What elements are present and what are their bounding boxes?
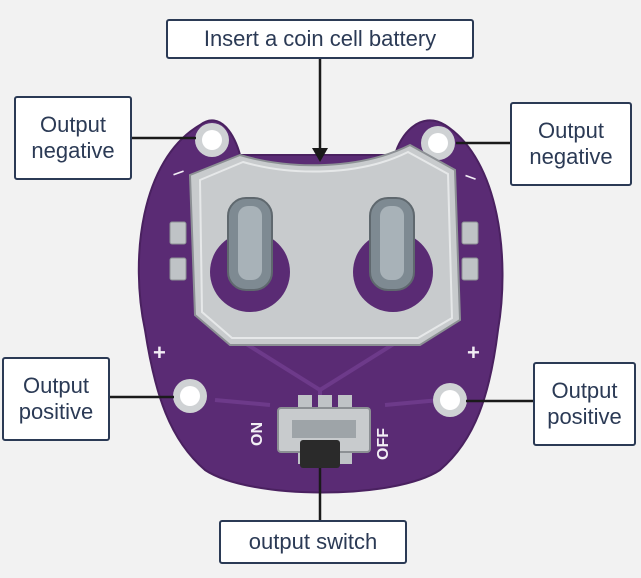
- callout-text-line2: negative: [31, 138, 115, 163]
- callout-output-negative-right: Output negative: [510, 102, 632, 186]
- hole-negative-right: [421, 126, 455, 160]
- callout-output-positive-left: Output positive: [2, 357, 110, 441]
- callout-text-line1: Output: [551, 377, 618, 403]
- hole-positive-left: [173, 379, 207, 413]
- hole-negative-left: [195, 123, 229, 157]
- arrowhead: [312, 148, 328, 162]
- callout-output-switch-text: output switch: [248, 528, 378, 554]
- silk-plus-right: +: [467, 340, 480, 365]
- switch-label-on: ON: [249, 422, 266, 446]
- battery-holder: [188, 143, 462, 346]
- callout-text-line1: Output: [537, 117, 605, 143]
- side-pads: [169, 221, 479, 281]
- callout-text-line1: Output: [39, 111, 107, 137]
- callout-text-line2: negative: [529, 144, 613, 169]
- callout-insert-battery: Insert a coin cell battery: [166, 19, 474, 59]
- silk-plus-left: +: [153, 340, 166, 365]
- hole-positive-right: [433, 383, 467, 417]
- callout-output-switch: output switch: [219, 520, 407, 564]
- switch-label-off: OFF: [375, 428, 392, 460]
- switch-knob[interactable]: [300, 440, 340, 468]
- callout-output-negative-left: Output negative: [14, 96, 132, 180]
- callout-insert-battery-text: Insert a coin cell battery: [203, 25, 437, 51]
- callout-text-line2: positive: [18, 399, 94, 424]
- leader-lines: [108, 57, 535, 522]
- slide-switch[interactable]: [277, 395, 371, 468]
- callout-text-line1: Output: [22, 372, 90, 398]
- callout-text-line2: positive: [547, 404, 622, 429]
- callout-output-positive-right: Output positive: [533, 362, 636, 446]
